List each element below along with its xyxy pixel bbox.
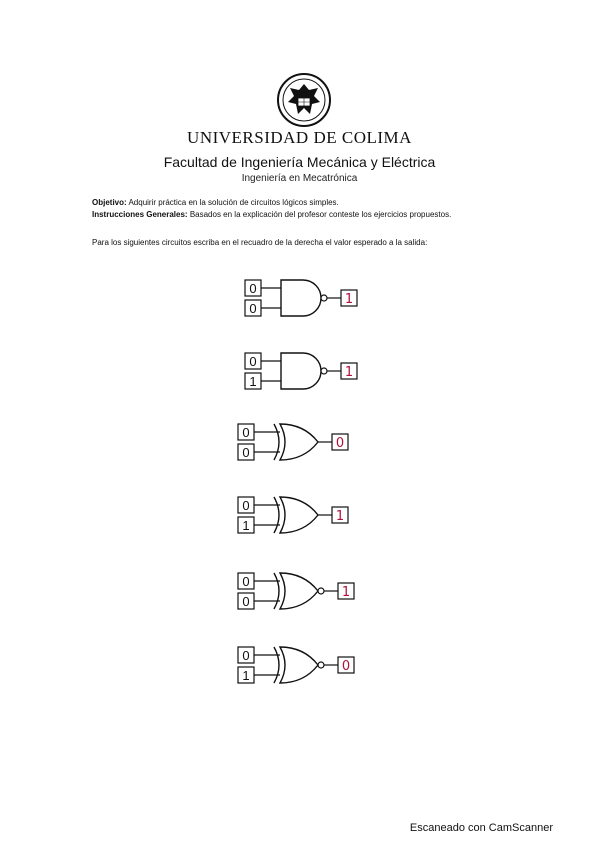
university-name: UNIVERSIDAD DE COLIMA xyxy=(187,128,412,147)
input-value: 1 xyxy=(242,518,249,533)
input-value: 0 xyxy=(249,301,256,316)
instructions-label: Instrucciones Generales: xyxy=(92,210,188,219)
input-value: 1 xyxy=(242,668,249,683)
input-value: 0 xyxy=(242,498,249,513)
output-value: 1 xyxy=(342,585,350,600)
output-value: 1 xyxy=(336,509,344,524)
input-value: 0 xyxy=(242,574,249,589)
output-box xyxy=(340,289,358,307)
input-value: 1 xyxy=(249,374,256,389)
objective-text: Adquirir práctica en la solución de circ… xyxy=(126,198,339,207)
circuit-2: 0 1 1 xyxy=(244,352,358,390)
output-value: 1 xyxy=(345,292,353,307)
input-value: 0 xyxy=(242,594,249,609)
faculty-name: Facultad de Ingeniería Mecánica y Eléctr… xyxy=(163,154,436,170)
instructions-line: Instrucciones Generales: Basados en la e… xyxy=(92,210,451,219)
output-value: 0 xyxy=(342,659,350,674)
circuit-1: 0 0 1 xyxy=(244,279,358,317)
output-box xyxy=(337,656,355,674)
inverter-bubble xyxy=(317,661,325,669)
input-value: 0 xyxy=(242,445,249,460)
circuit-5: 0 0 1 xyxy=(237,572,355,610)
university-seal-logo xyxy=(277,73,331,127)
instructions-text: Basados en la explicación del profesor c… xyxy=(187,210,452,219)
objective-label: Objetivo: xyxy=(92,198,127,207)
output-value: 0 xyxy=(336,436,344,451)
prompt-line: Para los siguientes circuitos escriba en… xyxy=(92,238,428,247)
program-name: Ingeniería en Mecatrónica xyxy=(241,173,358,184)
inverter-bubble xyxy=(317,587,325,595)
output-box xyxy=(331,506,349,524)
input-value: 0 xyxy=(242,648,249,663)
xnor-gate xyxy=(278,646,319,684)
xnor-gate xyxy=(278,572,319,610)
circuit-6: 0 1 0 xyxy=(237,646,355,684)
input-value: 0 xyxy=(249,281,256,296)
input-value: 0 xyxy=(242,425,249,440)
input-value: 0 xyxy=(249,354,256,369)
camscanner-watermark: Escaneado con CamScanner xyxy=(409,822,553,834)
objective-line: Objetivo: Adquirir práctica en la soluci… xyxy=(92,198,339,207)
inverter-bubble xyxy=(320,294,328,302)
output-value: 1 xyxy=(345,365,353,380)
circuit-3: 0 0 0 xyxy=(237,423,349,461)
nand-gate xyxy=(280,352,322,390)
output-box xyxy=(340,362,358,380)
inverter-bubble xyxy=(320,367,328,375)
xor-gate xyxy=(278,496,319,534)
xor-gate xyxy=(278,423,319,461)
nand-gate xyxy=(280,279,322,317)
output-box xyxy=(337,582,355,600)
output-box xyxy=(331,433,349,451)
circuit-4: 0 1 1 xyxy=(237,496,349,534)
